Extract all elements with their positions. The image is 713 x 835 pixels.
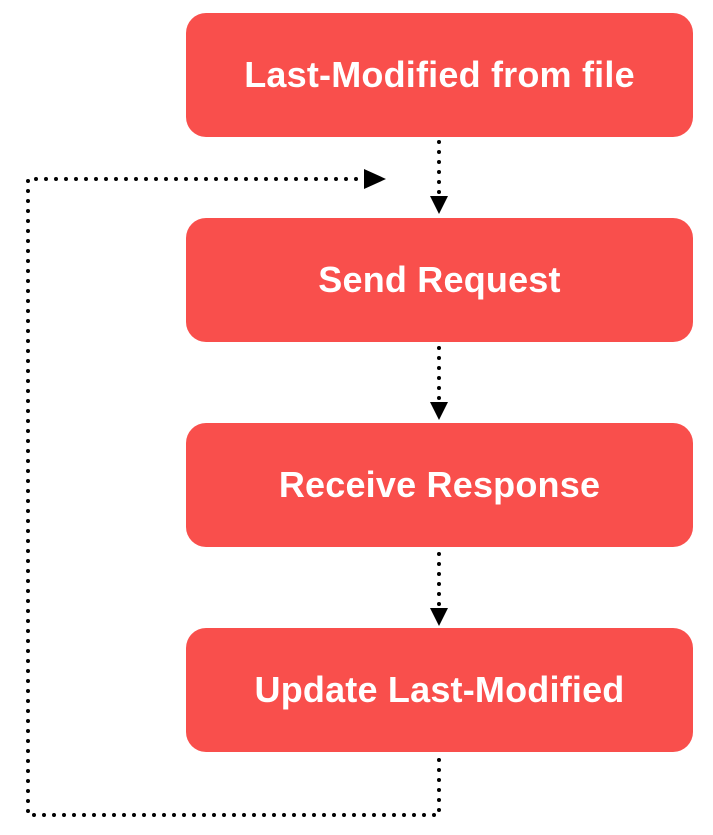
arrowhead-3 bbox=[430, 608, 448, 626]
node-update-last-modified: Update Last-Modified bbox=[186, 628, 693, 752]
node-label: Update Last-Modified bbox=[254, 669, 625, 710]
node-label: Receive Response bbox=[278, 464, 601, 505]
arrowhead-1 bbox=[430, 196, 448, 214]
node-label: Last-Modified from file bbox=[244, 54, 635, 95]
node-send-request: Send Request bbox=[186, 218, 693, 342]
loop-back-arrowhead bbox=[364, 169, 386, 189]
arrowhead-2 bbox=[430, 402, 448, 420]
node-last-modified-from-file: Last-Modified from file bbox=[186, 13, 693, 137]
node-label: Send Request bbox=[318, 259, 561, 300]
node-receive-response: Receive Response bbox=[186, 423, 693, 547]
